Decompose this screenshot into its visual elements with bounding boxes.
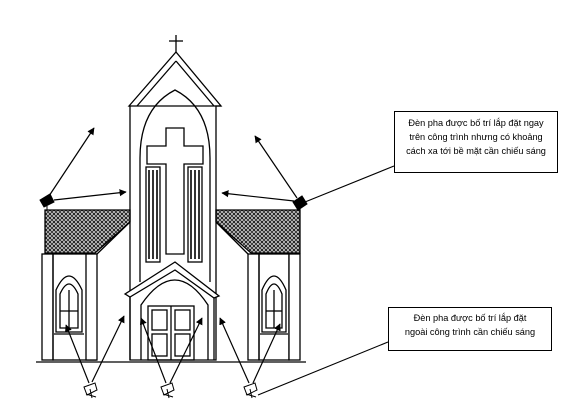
tower-outline [127, 50, 223, 361]
spotlight-icon-ground-right [243, 382, 258, 399]
beam-ground-left-a [65, 324, 90, 384]
leader-top [304, 165, 395, 203]
beam-roof-right-up [254, 135, 298, 199]
entrance-door [147, 305, 195, 361]
right-roof [215, 209, 301, 254]
spotlight-icon-roof-left [39, 193, 55, 211]
spotlight-icon-ground-center [160, 382, 175, 399]
tower-arch [139, 89, 211, 282]
left-roof [44, 209, 131, 254]
left-window [55, 275, 83, 333]
annotation-ground-spotlights: Đèn pha được bố trí lắp đặt ngoài công t… [388, 307, 552, 351]
beam-ground-right-b [252, 323, 281, 384]
annotation-line: Đèn pha được bố trí lắp đặt ngay [408, 118, 544, 128]
top-cross-icon [169, 35, 183, 52]
left-louver [145, 166, 161, 263]
annotation-line: Đèn pha được bố trí lắp đặt [413, 313, 527, 323]
right-pillar [288, 253, 301, 361]
central-tower [123, 35, 223, 361]
annotation-roof-spotlights: Đèn pha được bố trí lắp đặt ngay trên cô… [394, 111, 558, 173]
leader-bottom [257, 341, 389, 396]
right-wing [215, 209, 301, 361]
beam-roof-right-left [221, 190, 295, 202]
beam-roof-left-up [48, 127, 95, 197]
beam-ground-center-b [169, 317, 203, 384]
spotlight-icon-ground-left [83, 382, 98, 399]
beam-ground-left-b [91, 315, 125, 383]
left-pillar [41, 253, 54, 361]
annotation-line: cách xa tới bề mặt cần chiếu sáng [406, 146, 546, 156]
right-window [261, 275, 287, 333]
left-pillar-inner [85, 253, 98, 361]
left-wing [41, 209, 131, 361]
big-cross-icon [146, 127, 204, 255]
beam-ground-center-a [139, 317, 167, 384]
right-louver [187, 166, 203, 263]
annotation-line: ngoài công trình cần chiếu sáng [404, 327, 536, 337]
beam-ground-right-a [219, 317, 250, 384]
spotlight-icon-roof-right [292, 195, 308, 214]
beam-roof-left-right [53, 189, 127, 201]
annotation-line: trên công trình nhưng có khoảng [409, 132, 543, 142]
right-pillar-inner [247, 253, 260, 361]
entrance-arch [140, 279, 209, 360]
